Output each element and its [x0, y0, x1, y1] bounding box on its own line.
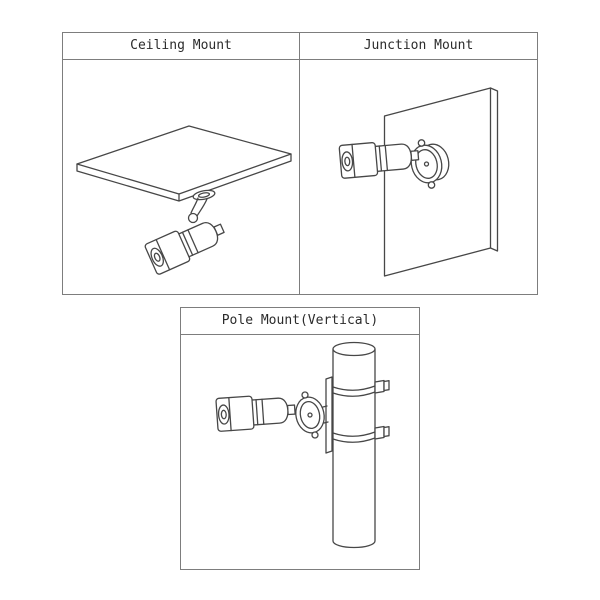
pole-box-drawing	[295, 391, 325, 439]
pole-camera	[215, 392, 297, 433]
junction-mount-illustration	[338, 87, 499, 277]
pole-mount-illustration	[215, 341, 390, 549]
pole-strap-upper-drawing	[332, 379, 390, 397]
ceiling-mount-illustration	[76, 125, 292, 276]
panel-junction-mount: Junction Mount	[299, 32, 538, 295]
pole-plate-drawing	[322, 376, 333, 454]
junction-box-drawing	[410, 139, 450, 189]
ceiling-tile-drawing	[76, 125, 292, 202]
panel-ceiling-mount-title: Ceiling Mount	[63, 33, 299, 60]
ceiling-camera	[143, 212, 230, 276]
ceiling-bracket-drawing	[187, 189, 216, 224]
pole-drawing	[332, 341, 376, 549]
panel-pole-mount-title: Pole Mount(Vertical)	[181, 308, 419, 335]
wall-panel-drawing	[383, 87, 499, 277]
panel-ceiling-mount: Ceiling Mount	[62, 32, 300, 295]
pole-strap-lower-drawing	[332, 425, 390, 443]
panel-junction-mount-title: Junction Mount	[300, 33, 537, 60]
panel-pole-mount: Pole Mount(Vertical)	[180, 307, 420, 570]
